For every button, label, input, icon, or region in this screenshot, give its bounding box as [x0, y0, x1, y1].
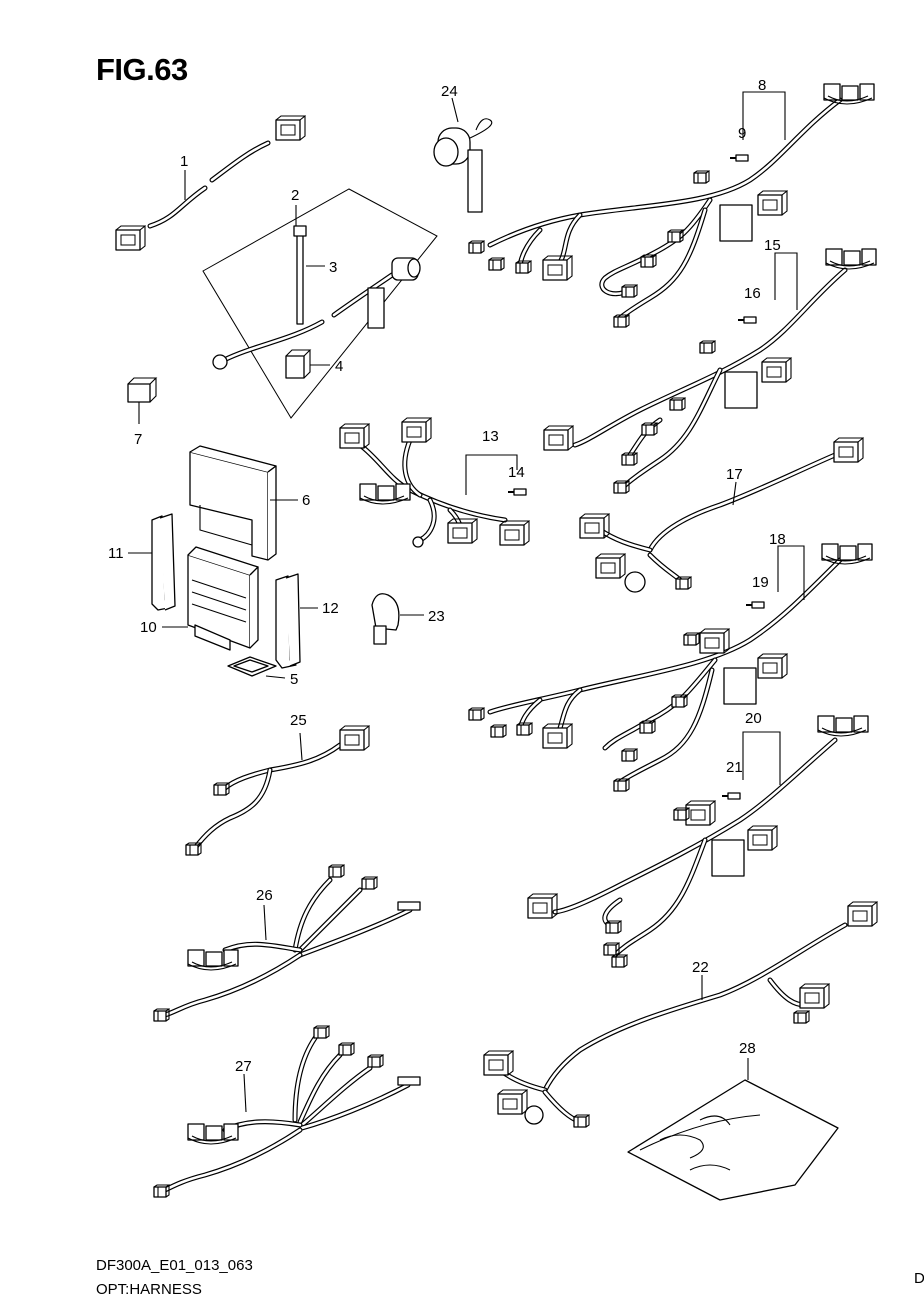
- part-8-main-harness: [468, 83, 875, 328]
- callout-2: 2: [291, 187, 299, 204]
- callout-6: 6: [302, 492, 310, 509]
- callout-23: 23: [428, 608, 445, 625]
- part-24-buzzer: [433, 97, 493, 213]
- callout-15: 15: [764, 237, 781, 254]
- callout-14: 14: [508, 464, 525, 481]
- callout-25: 25: [290, 712, 307, 729]
- callout-12: 12: [322, 600, 339, 617]
- part-25-harness: [185, 725, 370, 856]
- part-28-bag: [627, 1058, 839, 1201]
- figure-title: FIG.63: [96, 52, 188, 87]
- callout-labels: 1 2 3 4 5 6 7 8 9 10 11 12 13 14 15 16 1…: [108, 77, 786, 1075]
- part-20-harness: [527, 715, 869, 968]
- callout-26: 26: [256, 887, 273, 904]
- corner-letter: D: [914, 1270, 924, 1287]
- figure-caption: OPT:HARNESS: [96, 1281, 202, 1298]
- part-15-harness: [543, 248, 877, 494]
- callout-10: 10: [140, 619, 157, 636]
- callout-28: 28: [739, 1040, 756, 1057]
- callout-9: 9: [738, 125, 746, 142]
- part-7-cap: [127, 377, 158, 424]
- callout-17: 17: [726, 466, 743, 483]
- callout-8: 8: [758, 77, 766, 94]
- callout-11: 11: [108, 545, 124, 562]
- part-26-harness: [153, 864, 421, 1022]
- part-17-extension-harness: [579, 437, 864, 593]
- callout-18: 18: [769, 531, 786, 548]
- callout-13: 13: [482, 428, 499, 445]
- part-27-harness: [153, 1025, 421, 1198]
- part-2-battery-cable-kit: [202, 188, 438, 419]
- callout-7: 7: [134, 431, 142, 448]
- callout-27: 27: [235, 1058, 252, 1075]
- part-10-control-unit: [162, 546, 259, 651]
- part-23-cap: [371, 593, 424, 645]
- callout-5: 5: [290, 671, 298, 688]
- callout-20: 20: [745, 710, 762, 727]
- callout-24: 24: [441, 83, 458, 100]
- drawing-code: DF300A_E01_013_063: [96, 1257, 253, 1274]
- callout-4: 4: [335, 358, 343, 375]
- part-22-extension-harness: [483, 901, 878, 1128]
- part-5-grommet: [227, 656, 286, 679]
- callout-1: 1: [180, 153, 188, 170]
- part-11-bracket: [128, 513, 176, 611]
- callout-3: 3: [329, 259, 337, 276]
- callout-21: 21: [726, 759, 743, 776]
- callout-19: 19: [752, 574, 769, 591]
- callout-22: 22: [692, 959, 709, 976]
- callout-16: 16: [744, 285, 761, 302]
- part-12-bracket: [275, 573, 318, 669]
- part-18-harness: [468, 543, 873, 792]
- part-1-extension-wire: [115, 115, 306, 251]
- part-6-cover: [189, 445, 298, 561]
- part-13-harness: [339, 417, 530, 548]
